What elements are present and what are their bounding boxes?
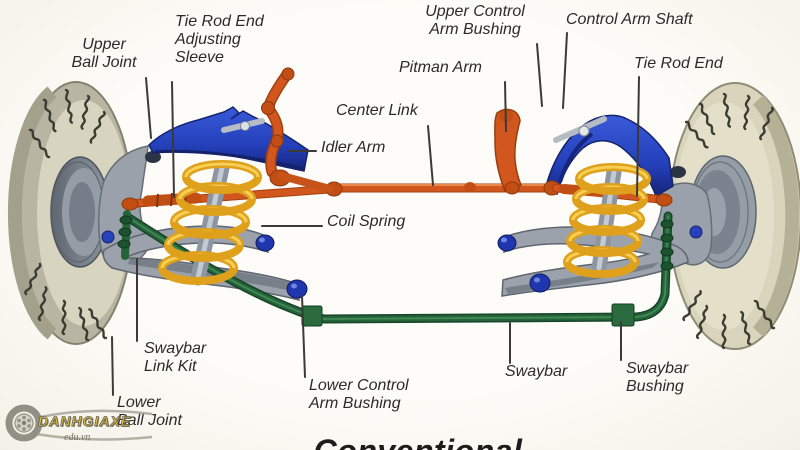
bolt-highlight bbox=[501, 237, 507, 243]
center-link-joint bbox=[464, 182, 476, 192]
label-idler-arm: Idler Arm bbox=[321, 139, 386, 156]
right-swaybar-bushing bbox=[611, 303, 635, 327]
label-lower-ball-joint: Lower Ball Joint bbox=[117, 394, 182, 429]
label-tie-rod-end-adjusting-sleeve: Tie Rod End Adjusting Sleeve bbox=[175, 13, 264, 66]
label-center-link: Center Link bbox=[336, 102, 418, 119]
left-coil-spring bbox=[158, 160, 262, 285]
right-tie-rod-end bbox=[655, 193, 673, 207]
watermark-swoosh-top bbox=[35, 409, 153, 420]
idler-joint bbox=[270, 134, 284, 148]
watermark-wheel-icon bbox=[5, 404, 43, 442]
left-arm-front-bushing-bolt bbox=[286, 279, 308, 299]
watermark-brand: DANHGIAXE bbox=[38, 413, 132, 430]
leader-control-arm-shaft bbox=[562, 32, 568, 109]
leader-lower-control-arm-bushing bbox=[301, 295, 306, 378]
watermark-swoosh-bottom bbox=[35, 432, 153, 441]
right-tire-tread-band bbox=[752, 95, 800, 337]
coil-springs bbox=[158, 160, 651, 286]
link-ridge bbox=[119, 215, 133, 225]
link-ridge bbox=[660, 233, 674, 243]
watermark-graphics bbox=[5, 404, 153, 442]
leader-upper-control-arm-bushing bbox=[536, 43, 543, 107]
link-ridge bbox=[660, 247, 674, 257]
label-coil-spring: Coil Spring bbox=[327, 213, 406, 230]
leader-tie-rod-end bbox=[636, 76, 640, 197]
right-knuckle-bolt bbox=[689, 225, 703, 239]
leader-pitman-arm bbox=[504, 81, 507, 132]
label-swaybar-link-kit: Swaybar Link Kit bbox=[144, 340, 207, 375]
left-drum-hub bbox=[69, 182, 95, 242]
label-tie-rod-end: Tie Rod End bbox=[634, 55, 723, 72]
bolt-highlight bbox=[291, 283, 297, 289]
right-arm-rear-bushing-bolt bbox=[529, 273, 551, 293]
right-shaft-nut bbox=[578, 125, 590, 137]
right-coil-spring bbox=[563, 163, 651, 278]
left-tie-rod-end bbox=[121, 197, 139, 211]
link-ridge bbox=[118, 227, 132, 237]
wheel-hole bbox=[22, 415, 26, 420]
right-arm-inner-shadow bbox=[558, 132, 594, 183]
bolt-highlight bbox=[259, 237, 265, 243]
left-shaft-nut bbox=[240, 121, 250, 131]
leader-tie-rod-adjusting-sleeve bbox=[171, 81, 175, 198]
label-upper-ball-joint: Upper Ball Joint bbox=[71, 36, 137, 71]
link-ridge bbox=[660, 219, 674, 229]
right-swaybar-link-kit bbox=[660, 219, 674, 271]
label-swaybar-bushing: Swaybar Bushing bbox=[626, 360, 689, 395]
idler-joint bbox=[281, 67, 295, 81]
watermark-domain: edu.vn bbox=[64, 432, 91, 443]
idler-arm-support bbox=[263, 69, 292, 176]
idler-arm bbox=[278, 172, 334, 193]
label-upper-control-arm-bushing: Upper Control Arm Bushing bbox=[425, 3, 525, 38]
wheel-hole bbox=[27, 424, 31, 428]
left-tire-tread-band bbox=[7, 86, 57, 340]
left-arm-shadow bbox=[128, 258, 297, 292]
diagram-title: Conventional Suspension bbox=[218, 433, 618, 450]
left-swaybar-bushing bbox=[301, 305, 323, 327]
label-swaybar: Swaybar bbox=[505, 363, 568, 380]
leader-upper-ball-joint bbox=[145, 77, 152, 139]
right-arm-front-bushing-bolt bbox=[497, 234, 517, 252]
leader-center-link bbox=[427, 125, 434, 186]
link-ridge bbox=[660, 261, 674, 271]
label-lower-control-arm-bushing: Lower Control Arm Bushing bbox=[309, 377, 409, 412]
leader-lower-ball-joint bbox=[111, 336, 114, 396]
wheel-hole bbox=[17, 418, 21, 423]
left-knuckle-bolt bbox=[101, 230, 115, 244]
watermark: DANHGIAXE edu.vn bbox=[2, 396, 192, 450]
sleeve-ridge bbox=[170, 192, 173, 207]
wheel-hole bbox=[22, 427, 26, 431]
wheel-hub bbox=[21, 420, 27, 426]
label-pitman-arm: Pitman Arm bbox=[399, 59, 482, 76]
link-ridge bbox=[117, 239, 131, 249]
label-control-arm-shaft: Control Arm Shaft bbox=[566, 11, 693, 28]
left-upper-ball-joint bbox=[145, 151, 161, 163]
left-tire bbox=[7, 81, 134, 345]
right-upper-ball-joint bbox=[670, 166, 686, 178]
wheel-hole bbox=[27, 418, 31, 423]
idler-joint bbox=[261, 101, 275, 115]
leader-lines bbox=[111, 32, 640, 396]
sleeve-ridge bbox=[156, 193, 159, 208]
left-arm-rear-bushing-bolt bbox=[255, 234, 275, 252]
pitman-bottom-joint bbox=[504, 181, 520, 195]
bolt-highlight bbox=[534, 277, 540, 283]
left-arm-lower-edge bbox=[154, 149, 306, 171]
pitman-arm bbox=[494, 108, 522, 192]
wheel-hole bbox=[17, 424, 21, 428]
